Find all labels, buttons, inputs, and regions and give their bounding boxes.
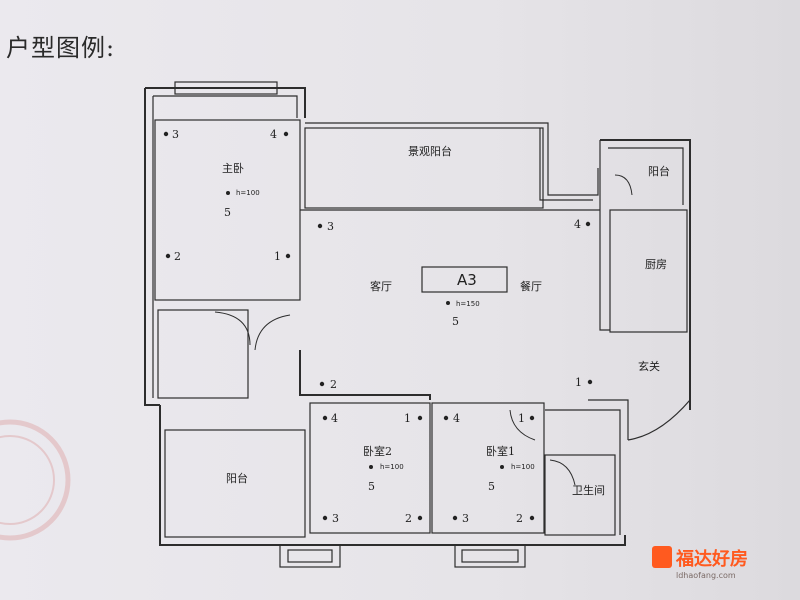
label-entrance: 玄关: [638, 359, 660, 373]
red-stamp: [0, 419, 71, 541]
marker-label: 2: [405, 512, 412, 525]
height-bedroom2: h=100: [380, 463, 404, 471]
label-bedroom1: 卧室1: [486, 444, 515, 458]
marker-label: 4: [453, 412, 460, 425]
marker-label: 1: [274, 250, 281, 263]
brand-watermark: 福达好房 ldhaofang.com: [652, 546, 748, 580]
label-balcony-small: 阳台: [648, 164, 670, 178]
marker-label: 2: [516, 512, 523, 525]
label-living: 客厅: [370, 279, 392, 293]
marker-label: 3: [327, 220, 334, 233]
marker-label: 3: [172, 128, 179, 141]
label-balcony-large: 阳台: [226, 471, 248, 485]
socket-markers: 3 4 2 1 5 3 4 5 2 1 4 1 5 3 2 4 1 5 3 2: [163, 128, 593, 525]
brand-name: 福达好房: [675, 548, 748, 570]
page-title: 户型图例:: [6, 34, 116, 62]
marker-label: 4: [270, 128, 277, 141]
marker-label: 1: [518, 412, 525, 425]
height-living: h=150: [456, 300, 480, 308]
marker-label: 1: [575, 376, 582, 389]
marker-label: 3: [462, 512, 469, 525]
brand-site: ldhaofang.com: [676, 571, 736, 580]
height-markers: h=100 h=150 h=100 h=100: [226, 189, 535, 471]
label-bathroom: 卫生间: [572, 483, 605, 497]
label-view-balcony: 景观阳台: [408, 144, 452, 158]
brand-logo-icon: [652, 546, 672, 568]
label-dining: 餐厅: [520, 279, 542, 293]
marker-label: 1: [404, 412, 411, 425]
label-kitchen: 厨房: [645, 258, 667, 271]
unit-code-box: [421, 266, 508, 293]
unit-code: A3: [457, 271, 477, 289]
height-bedroom1: h=100: [511, 463, 535, 471]
marker-label: 5: [368, 480, 375, 493]
height-master: h=100: [236, 189, 260, 197]
marker-label: 5: [224, 206, 231, 219]
marker-label: 5: [488, 480, 495, 493]
marker-label: 4: [331, 412, 338, 425]
marker-label: 4: [574, 218, 581, 231]
marker-label: 3: [332, 512, 339, 525]
marker-label: 5: [452, 315, 459, 328]
door-swings: [214, 174, 633, 486]
marker-label: 2: [174, 250, 181, 263]
walls: [144, 81, 691, 568]
marker-label: 2: [330, 378, 337, 391]
label-master-bedroom: 主卧: [222, 162, 244, 175]
label-bedroom2: 卧室2: [363, 444, 392, 458]
